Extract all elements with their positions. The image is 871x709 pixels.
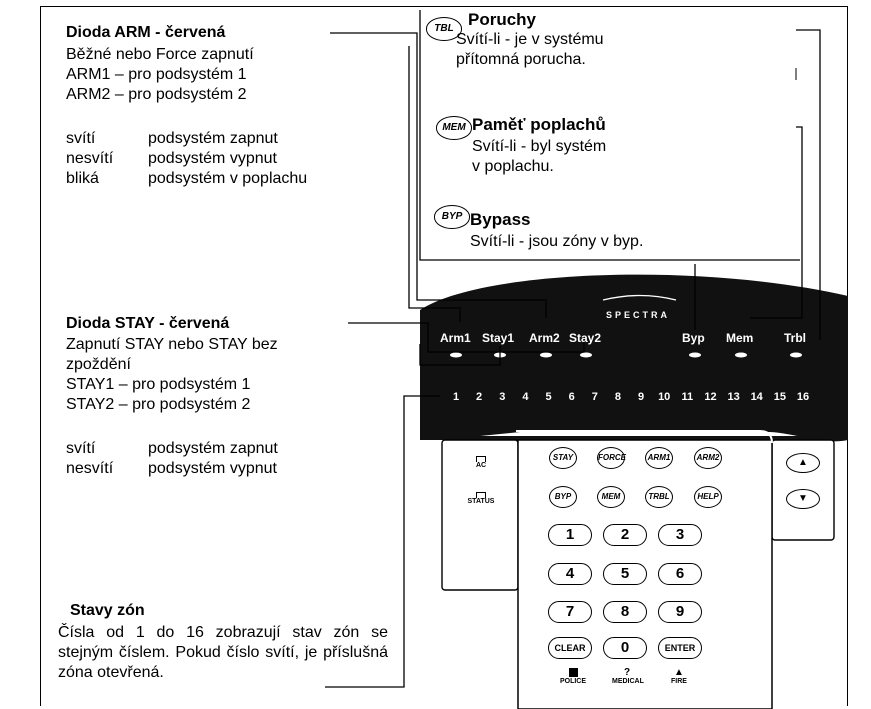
- stay-line1: Zapnutí STAY nebo STAY bez: [66, 336, 278, 353]
- zone-number-13: 13: [727, 391, 739, 403]
- stay-line3: STAY1 – pro podsystém 1: [66, 376, 251, 393]
- medical-key[interactable]: ? MEDICAL: [612, 667, 644, 686]
- byp-key[interactable]: BYP: [549, 486, 577, 508]
- led-label-stay2: Stay2: [569, 331, 601, 345]
- status-indicator: STATUS: [462, 492, 500, 505]
- arm1-key[interactable]: ARM1: [645, 447, 673, 469]
- medical-icon: ?: [623, 667, 631, 678]
- led-label-arm2: Arm2: [529, 331, 560, 345]
- memory-line2: v poplachu.: [472, 158, 554, 175]
- force-key[interactable]: FORCE: [597, 447, 626, 469]
- stay-title: Dioda STAY - červená: [66, 315, 230, 332]
- status-label: STATUS: [467, 498, 495, 505]
- led-label-arm1: Arm1: [440, 331, 471, 345]
- led-label-trbl: Trbl: [784, 331, 806, 345]
- led-label-stay1: Stay1: [482, 331, 514, 345]
- zone-number-4: 4: [522, 391, 529, 403]
- key-9[interactable]: 9: [658, 601, 702, 623]
- key-3[interactable]: 3: [658, 524, 702, 546]
- stay-state-0: svítí: [66, 440, 96, 457]
- arm-desc-2: podsystém v poplachu: [148, 170, 308, 187]
- trouble-line2: přítomná porucha.: [456, 51, 586, 68]
- tbl-icon: TBL: [426, 17, 462, 41]
- key-0[interactable]: 0: [603, 637, 647, 659]
- fire-key[interactable]: ▲ FIRE: [664, 667, 694, 686]
- arrow-down-button[interactable]: ▼: [786, 489, 820, 509]
- led-row: [450, 352, 802, 358]
- arm-state-2: bliká: [66, 170, 99, 187]
- mem-key[interactable]: MEM: [597, 486, 625, 508]
- stay-desc-0: podsystém zapnut: [148, 440, 278, 457]
- trbl-key[interactable]: TRBL: [645, 486, 673, 508]
- arm-line2: ARM1 – pro podsystém 1: [66, 66, 247, 83]
- key-4[interactable]: 4: [548, 563, 592, 585]
- help-key[interactable]: HELP: [694, 486, 722, 508]
- stay-desc-1: podsystém vypnut: [148, 460, 277, 477]
- zone-number-14: 14: [751, 391, 764, 403]
- zone-number-16: 16: [797, 391, 809, 403]
- fire-icon: ▲: [674, 667, 684, 678]
- police-key[interactable]: POLICE: [558, 668, 588, 685]
- ac-label: AC: [475, 462, 487, 469]
- zone-number-12: 12: [704, 391, 716, 403]
- arm-title: Dioda ARM - červená: [66, 24, 226, 41]
- arm-state-1: nesvítí: [66, 150, 114, 167]
- key-6[interactable]: 6: [658, 563, 702, 585]
- zone-number-11: 11: [681, 391, 693, 403]
- zones-title: Stavy zón: [70, 602, 145, 619]
- stay-line4: STAY2 – pro podsystém 2: [66, 396, 251, 413]
- zone-number-3: 3: [499, 391, 505, 403]
- arm-line1: Běžné nebo Force zapnutí: [66, 46, 254, 63]
- keypad-body: [420, 274, 848, 442]
- zone-number-15: 15: [774, 391, 786, 403]
- led-label-mem: Mem: [726, 331, 753, 345]
- police-icon: [568, 668, 578, 677]
- arm-desc-0: podsystém zapnut: [148, 130, 278, 147]
- zone-number-6: 6: [569, 391, 575, 403]
- zone-number-7: 7: [592, 391, 598, 403]
- zone-number-9: 9: [638, 391, 644, 403]
- clear-key[interactable]: CLEAR: [548, 637, 592, 659]
- zone-number-10: 10: [658, 391, 670, 403]
- key-1[interactable]: 1: [548, 524, 592, 546]
- zone-number-2: 2: [476, 391, 482, 403]
- ac-led-icon: [476, 456, 486, 462]
- stay-key[interactable]: STAY: [549, 447, 577, 469]
- police-label: POLICE: [559, 678, 587, 685]
- zone-number-5: 5: [545, 391, 551, 403]
- mem-icon: MEM: [436, 116, 472, 140]
- zones-text: Čísla od 1 do 16 zobrazují stav zón se s…: [58, 624, 388, 681]
- stay-line2: zpoždění: [66, 356, 131, 373]
- trouble-line1: Svítí-li - je v systému: [456, 31, 604, 48]
- key-7[interactable]: 7: [548, 601, 592, 623]
- bypass-line1: Svítí-li - jsou zóny v byp.: [470, 233, 644, 250]
- trouble-title: Poruchy: [468, 10, 537, 29]
- key-2[interactable]: 2: [603, 524, 647, 546]
- arm-state-0: svítí: [66, 130, 96, 147]
- zone-number-8: 8: [615, 391, 621, 403]
- brand-label: SPECTRA: [606, 310, 670, 320]
- arm-line3: ARM2 – pro podsystém 2: [66, 86, 247, 103]
- enter-key[interactable]: ENTER: [658, 637, 702, 659]
- key-8[interactable]: 8: [603, 601, 647, 623]
- stay-state-1: nesvítí: [66, 460, 114, 477]
- arm-desc-1: podsystém vypnut: [148, 150, 277, 167]
- arrow-up-button[interactable]: ▲: [786, 453, 820, 473]
- arm2-key[interactable]: ARM2: [694, 447, 722, 469]
- medical-label: MEDICAL: [612, 678, 644, 685]
- bypass-title: Bypass: [470, 210, 531, 229]
- ac-indicator: AC: [466, 456, 496, 469]
- memory-line1: Svítí-li - byl systém: [472, 138, 607, 155]
- memory-title: Paměť poplachů: [472, 115, 606, 134]
- zone-number-1: 1: [453, 391, 459, 403]
- key-5[interactable]: 5: [603, 563, 647, 585]
- fire-label: FIRE: [671, 678, 687, 685]
- status-led-icon: [476, 492, 486, 498]
- led-label-byp: Byp: [682, 331, 705, 345]
- byp-icon: BYP: [434, 205, 470, 229]
